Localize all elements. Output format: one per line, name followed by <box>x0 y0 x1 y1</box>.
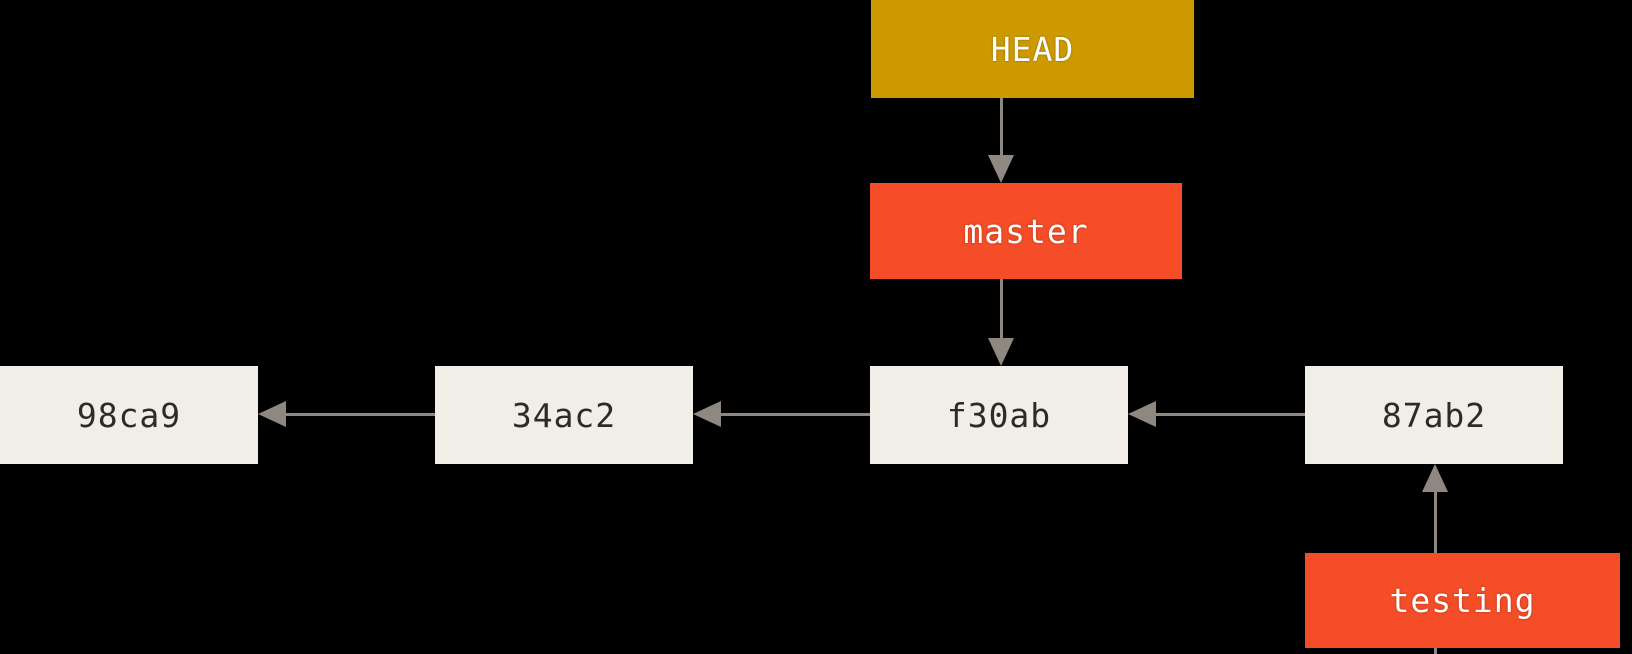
arrow-master-to-f30ab-shaft <box>1000 279 1003 339</box>
testing-branch-node: testing <box>1305 553 1620 648</box>
arrow-f30ab-to-34ac2-shaft <box>721 413 870 416</box>
commit-node-f30ab: f30ab <box>870 366 1128 464</box>
commit-node-98ca9: 98ca9 <box>0 366 258 464</box>
arrow-stub-below-testing <box>1434 648 1437 654</box>
arrow-testing-to-87ab2-arrowhead-icon <box>1422 464 1448 492</box>
commit-node-34ac2: 34ac2 <box>435 366 693 464</box>
master-branch-node: master <box>870 183 1182 279</box>
commit-node-87ab2: 87ab2 <box>1305 366 1563 464</box>
head-pointer-node: HEAD <box>871 0 1194 98</box>
arrow-head-to-master-arrowhead-icon <box>988 155 1014 183</box>
arrow-f30ab-to-34ac2-arrowhead-icon <box>693 401 721 427</box>
arrow-head-to-master-shaft <box>1000 98 1003 156</box>
arrow-master-to-f30ab-arrowhead-icon <box>988 338 1014 366</box>
arrow-34ac2-to-98ca9-arrowhead-icon <box>258 401 286 427</box>
arrow-testing-to-87ab2-shaft <box>1434 491 1437 553</box>
arrow-87ab2-to-f30ab-arrowhead-icon <box>1128 401 1156 427</box>
arrow-87ab2-to-f30ab-shaft <box>1156 413 1305 416</box>
arrow-34ac2-to-98ca9-shaft <box>286 413 435 416</box>
